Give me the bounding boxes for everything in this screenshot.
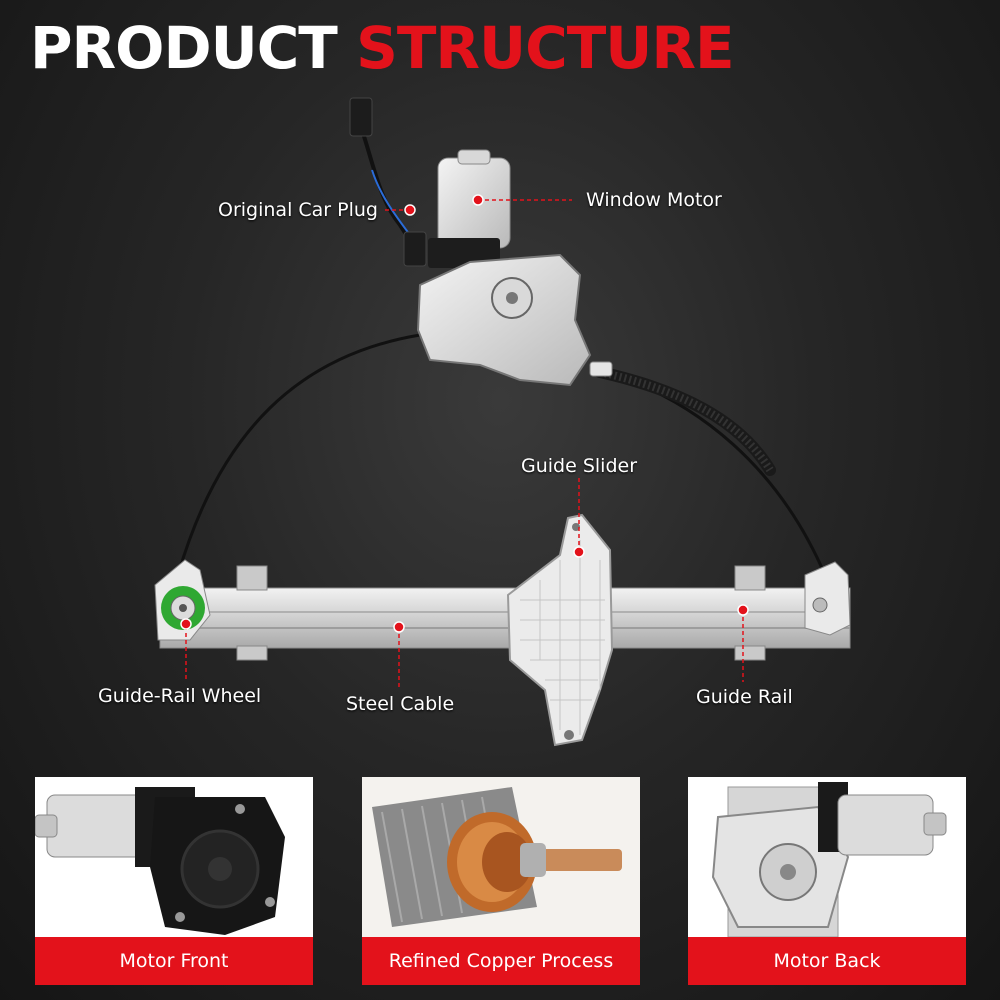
label-window-motor: Window Motor [586, 189, 722, 211]
title-part-red: STRUCTURE [356, 14, 735, 82]
callout-dot-guide-slider [573, 546, 585, 558]
steel-cable-arc [176, 333, 421, 576]
gearbox-housing [416, 253, 592, 387]
page-title: PRODUCT STRUCTURE [30, 14, 735, 82]
caption-motor-back: Motor Back [688, 937, 966, 985]
title-part-white: PRODUCT [30, 14, 338, 82]
label-original-car-plug: Original Car Plug [218, 199, 378, 221]
panel-motor-front: Motor Front [35, 777, 313, 985]
callout-dot-car-plug [404, 204, 416, 216]
label-steel-cable: Steel Cable [346, 693, 455, 715]
panel-refined-copper-process: Refined Copper Process [362, 777, 640, 985]
label-guide-rail-wheel: Guide-Rail Wheel [98, 685, 262, 707]
motor-back-image [711, 782, 947, 937]
car-plug-connector [349, 97, 373, 137]
copper-armature-image [362, 777, 640, 937]
label-guide-slider: Guide Slider [521, 455, 638, 477]
guide-rail [159, 587, 851, 649]
callout-dot-guide-rail [737, 604, 749, 616]
panel-motor-back: Motor Back [688, 777, 966, 985]
callout-dot-guide-rail-wheel [180, 618, 192, 630]
callout-leaders [185, 199, 744, 690]
caption-refined-copper-process: Refined Copper Process [362, 937, 640, 985]
caption-motor-front: Motor Front [35, 937, 313, 985]
window-regulator-diagram [154, 97, 851, 747]
callout-dot-steel-cable [393, 621, 405, 633]
callout-dot-window-motor [472, 194, 484, 206]
motor-front-image [35, 787, 285, 935]
label-guide-rail: Guide Rail [696, 686, 793, 708]
